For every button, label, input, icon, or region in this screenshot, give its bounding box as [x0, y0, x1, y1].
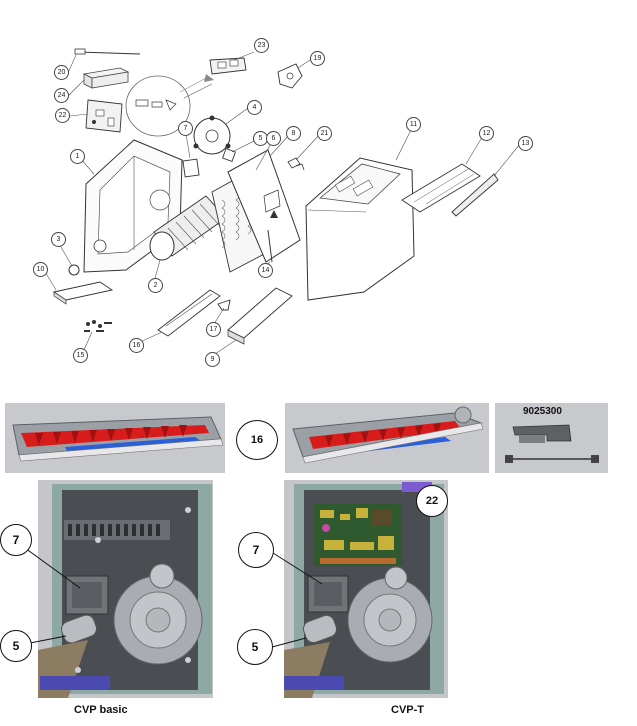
- callout-22-cvpt: 22: [416, 485, 448, 517]
- callout-1: 1: [70, 149, 85, 164]
- part-12-filter: [401, 163, 481, 213]
- callout-3: 3: [51, 232, 66, 247]
- callout-11: 11: [406, 117, 421, 132]
- callout-17: 17: [206, 322, 221, 337]
- callout-21: 21: [317, 126, 332, 141]
- part-3: [68, 264, 80, 276]
- callout-16: 16: [129, 338, 144, 353]
- damper-photo-left: [5, 403, 225, 473]
- part-19: [277, 63, 303, 89]
- callout-6: 6: [266, 131, 281, 146]
- part-7: [182, 158, 200, 178]
- part-5: [222, 148, 236, 162]
- part-10-foot: [52, 281, 114, 305]
- damper-render-right: [292, 406, 484, 464]
- part-13: [451, 173, 499, 217]
- callout-15: 15: [73, 348, 88, 363]
- callout-7: 7: [178, 121, 193, 136]
- part-11-casing: [305, 157, 415, 301]
- kit-9025300-panel: 9025300: [495, 403, 608, 473]
- cvp-t-render: [284, 482, 444, 698]
- part-15-screws: [84, 320, 112, 332]
- callout-5: 5: [253, 131, 268, 146]
- callout-20: 20: [54, 65, 69, 80]
- damper-render-left: [12, 416, 224, 462]
- callout-10: 10: [33, 262, 48, 277]
- callout-5-cvpt: 5: [237, 629, 273, 665]
- callout-4: 4: [247, 100, 262, 115]
- part-4-motor-plate: [193, 115, 231, 155]
- exploded-diagram: [43, 48, 521, 357]
- part-14: [267, 229, 273, 263]
- part-23-bracket: [209, 57, 247, 75]
- part-9-grille: [227, 287, 293, 345]
- callout-24: 24: [54, 88, 69, 103]
- callout-5-basic: 5: [0, 630, 32, 662]
- callout-19: 19: [310, 51, 325, 66]
- part-24-box: [82, 67, 130, 89]
- callout-22: 22: [55, 108, 70, 123]
- callout-7-basic: 7: [0, 524, 32, 556]
- callout-23: 23: [254, 38, 269, 53]
- part-17: [217, 299, 231, 311]
- cvp-basic-photo: [38, 480, 213, 698]
- callout-13: 13: [518, 136, 533, 151]
- callout-2: 2: [148, 278, 163, 293]
- part-22-board: [85, 99, 123, 133]
- cvp-t-photo: [284, 480, 448, 698]
- callout-9: 9: [205, 352, 220, 367]
- detail-circle: [125, 74, 214, 137]
- kit-part-number: 9025300: [523, 406, 562, 417]
- callout-8: 8: [286, 126, 301, 141]
- cvp-basic-render: [38, 484, 212, 698]
- callout-14: 14: [258, 263, 273, 278]
- callout-16-strip: 16: [236, 420, 278, 460]
- part-8-side-panel: [227, 149, 301, 263]
- kit-render: [505, 424, 599, 463]
- callout-7-cvpt: 7: [238, 532, 274, 568]
- part-20-cable: [74, 48, 141, 55]
- callout-12: 12: [479, 126, 494, 141]
- caption-cvp-t: CVP-T: [391, 704, 424, 716]
- caption-cvp-basic: CVP basic: [74, 704, 128, 716]
- part-21: [287, 157, 305, 171]
- damper-photo-right: [285, 403, 489, 473]
- part-16-damper: [157, 289, 221, 337]
- bottom-leader-lines: [24, 547, 323, 648]
